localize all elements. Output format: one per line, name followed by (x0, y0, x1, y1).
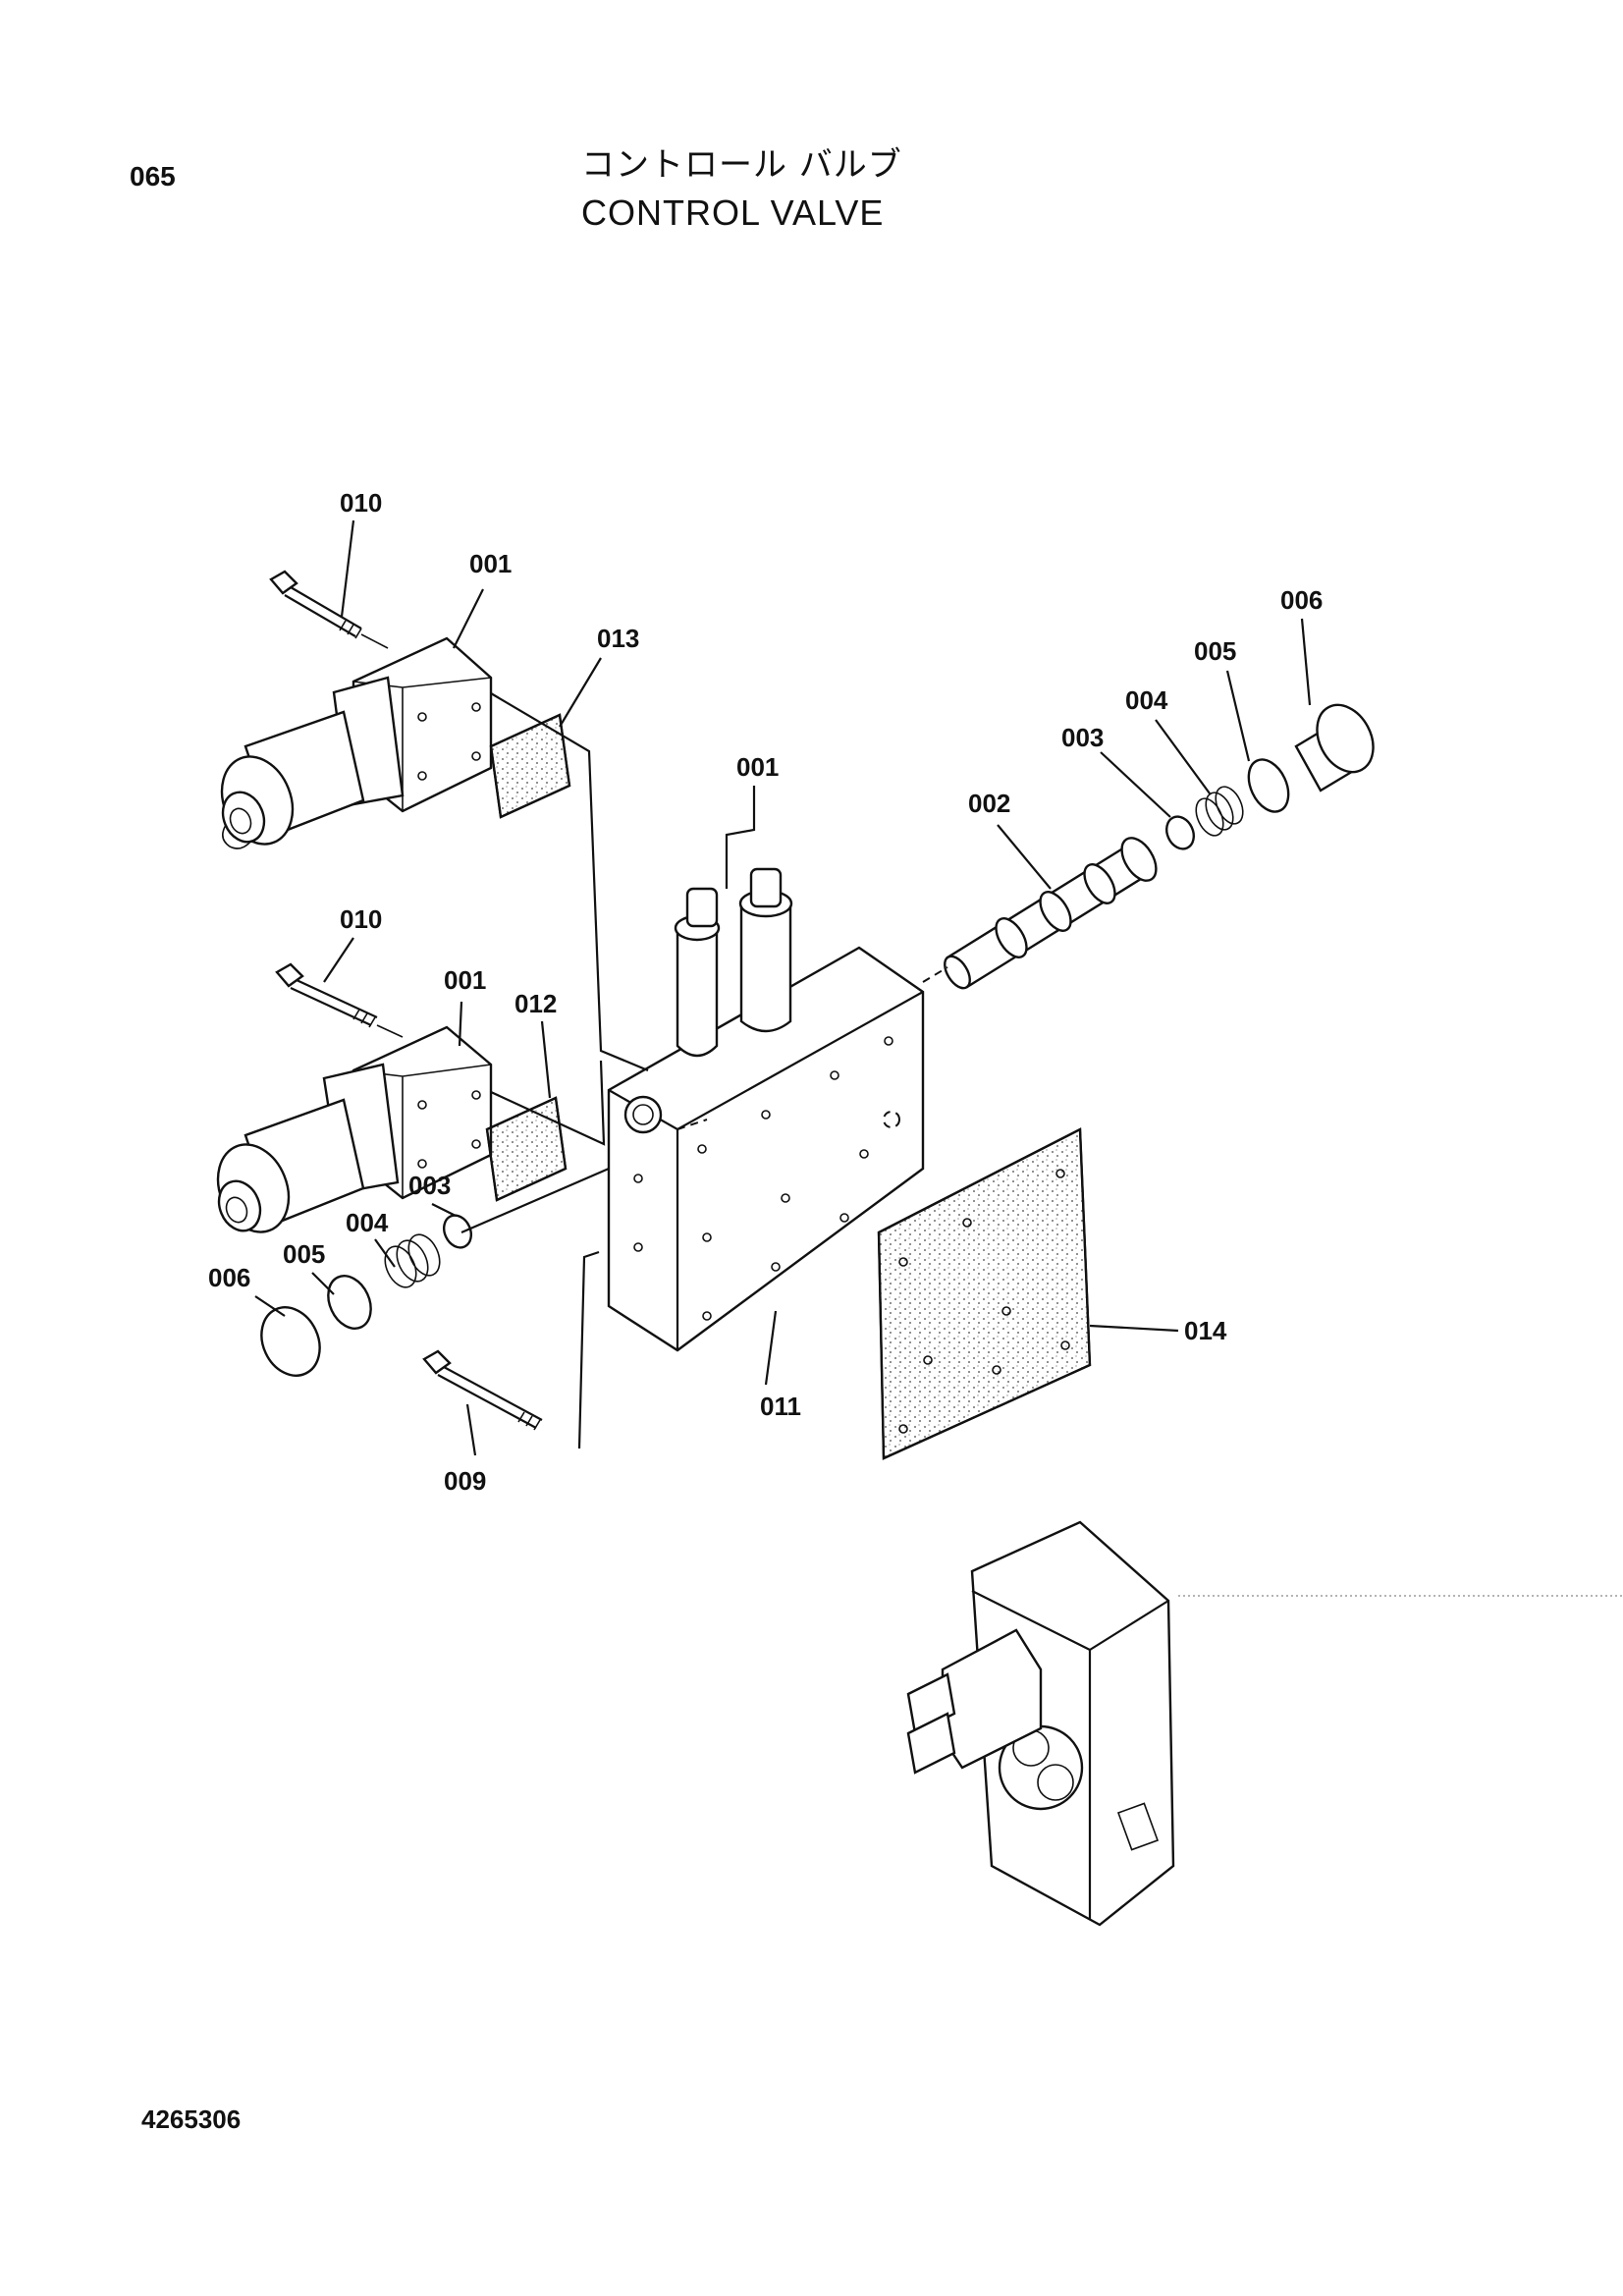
solenoid-valve-upper (220, 636, 493, 849)
callout-label: 012 (514, 989, 557, 1018)
callout-label: 006 (1280, 585, 1323, 615)
solenoid-cartridges-001 (674, 867, 793, 1058)
callout-label: 005 (1194, 636, 1236, 666)
inset-machine-view (906, 1520, 1623, 1927)
drawing-number: 4265306 (141, 2105, 242, 2134)
callout-label: 013 (597, 624, 639, 653)
callout-label: 009 (444, 1466, 486, 1496)
callout-label: 011 (760, 1392, 801, 1421)
callout-label: 010 (340, 904, 382, 934)
oring-005-right (1247, 758, 1290, 813)
bolt-010-lower (275, 962, 404, 1038)
page-title: CONTROL VALVE (581, 192, 885, 233)
oring-003-left (443, 1214, 472, 1249)
callout-label: 004 (1125, 685, 1168, 715)
callout-label: 002 (968, 789, 1010, 818)
callout-label: 001 (736, 752, 779, 782)
callout-label: 001 (469, 549, 512, 578)
callout-label: 010 (340, 488, 382, 518)
callout-label: 001 (444, 965, 486, 995)
bolt-010-upper (269, 570, 389, 649)
plug-006-left (260, 1306, 321, 1377)
callout-label: 006 (208, 1263, 250, 1292)
callout-label: 005 (283, 1239, 325, 1269)
oring-005-left (327, 1275, 372, 1330)
bolt-009 (422, 1349, 543, 1431)
spool-002 (922, 837, 1158, 990)
spring-004-right (1195, 786, 1244, 837)
gasket-012 (485, 1096, 568, 1202)
page-number: 065 (130, 161, 176, 191)
solenoid-valve-lower (216, 1025, 493, 1233)
leader-lines (254, 519, 1312, 1456)
oring-003-right (1165, 815, 1195, 850)
plug-006-right (1294, 703, 1375, 793)
gasket-014 (877, 1127, 1092, 1460)
callout-label: 003 (1061, 723, 1104, 752)
page-title-japanese: コントロール バルブ (581, 145, 902, 185)
spring-004-left (384, 1233, 441, 1288)
gasket-013 (489, 713, 571, 819)
callout-labels: 010 001 013 001 006 005 004 003 002 010 … (208, 488, 1323, 1496)
callout-label: 003 (408, 1171, 451, 1200)
callout-label: 014 (1184, 1316, 1227, 1345)
callout-label: 004 (346, 1208, 389, 1237)
